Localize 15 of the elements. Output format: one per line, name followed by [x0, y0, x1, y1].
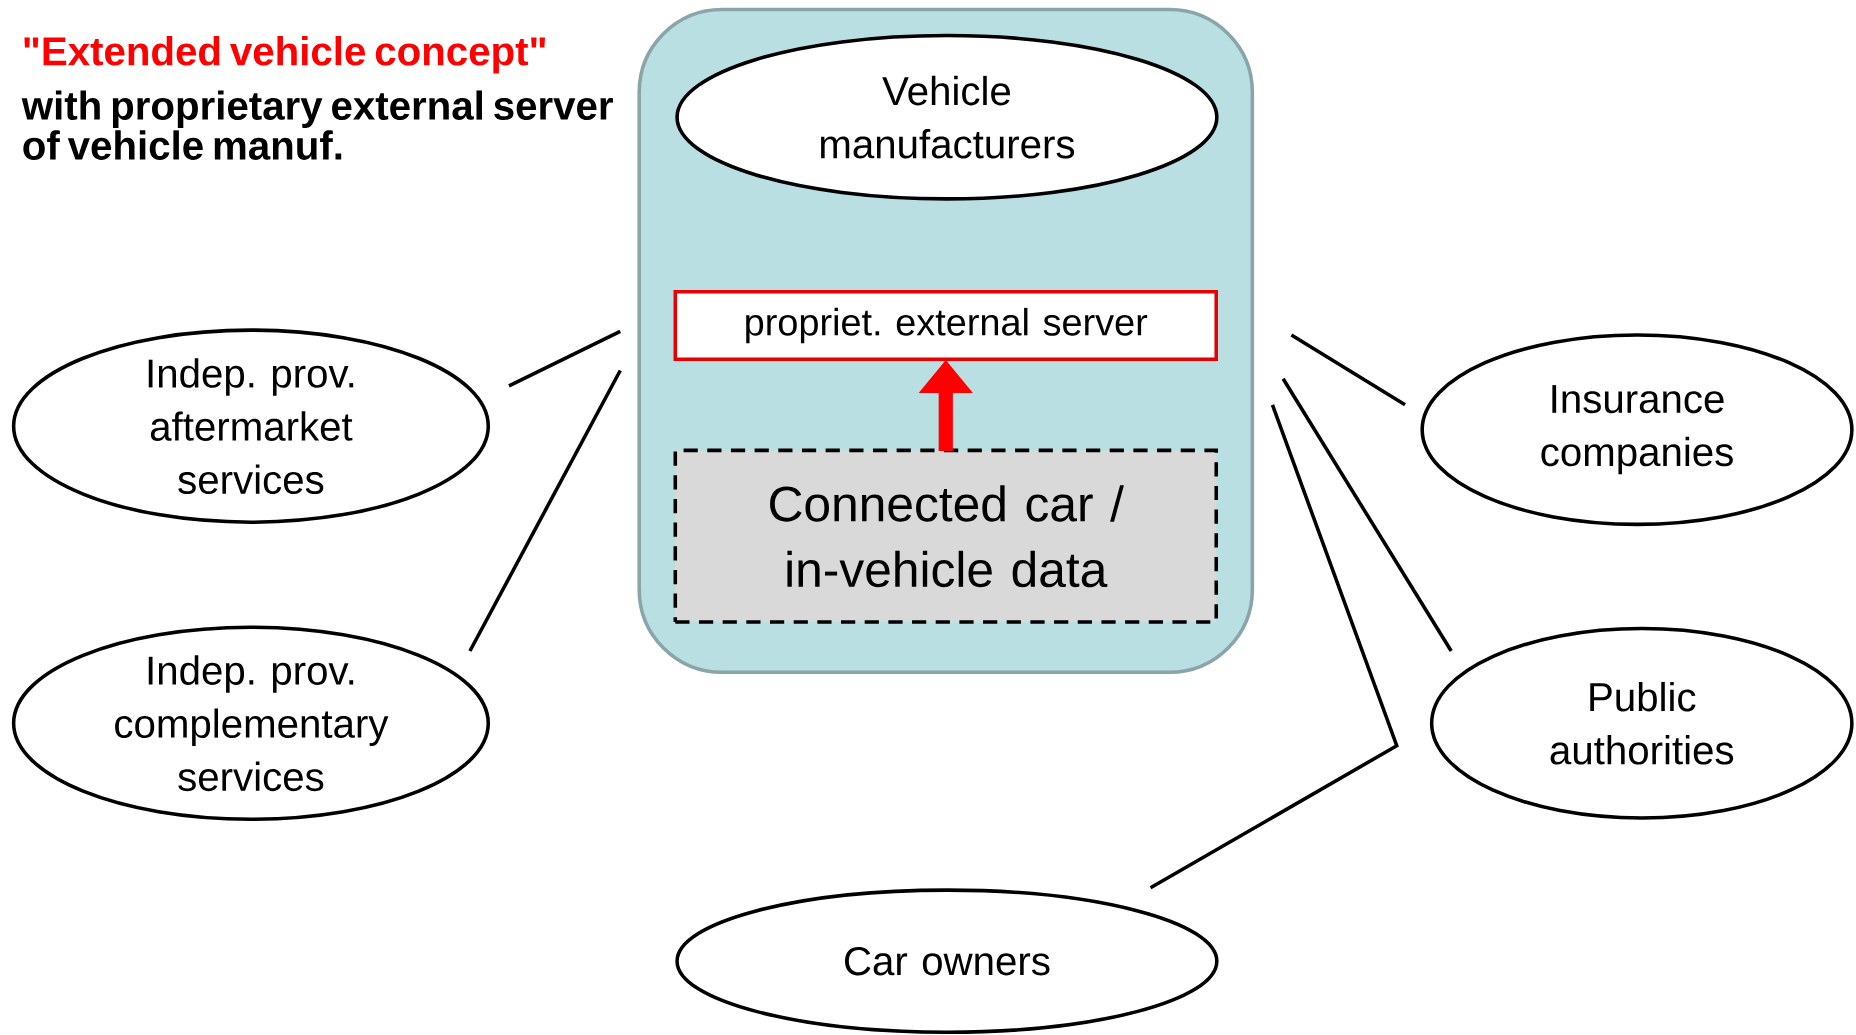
dashed-box: Connected car / in-vehicle data — [673, 448, 1218, 625]
subtitle: with proprietary external server of vehicle manuf. — [21, 90, 613, 161]
connector-line — [468, 369, 622, 653]
ellipse-node: Insurance companies — [1420, 333, 1854, 527]
server-box: propriet. external server — [673, 290, 1218, 362]
ellipse-node: Vehicle manufacturers — [675, 33, 1219, 201]
ellipse-node: Indep. prov. aftermarket services — [11, 328, 491, 525]
connector-line — [1281, 378, 1453, 653]
ellipse-node: Public authorities — [1429, 627, 1854, 820]
title: "Extended vehicle concept" — [24, 36, 545, 74]
connector-line — [1290, 333, 1406, 407]
ellipse-node: Car owners — [675, 888, 1219, 1035]
ellipse-node: Indep. prov. complementary services — [11, 625, 491, 822]
connector-line — [1149, 404, 1399, 890]
connector-line — [508, 330, 622, 388]
